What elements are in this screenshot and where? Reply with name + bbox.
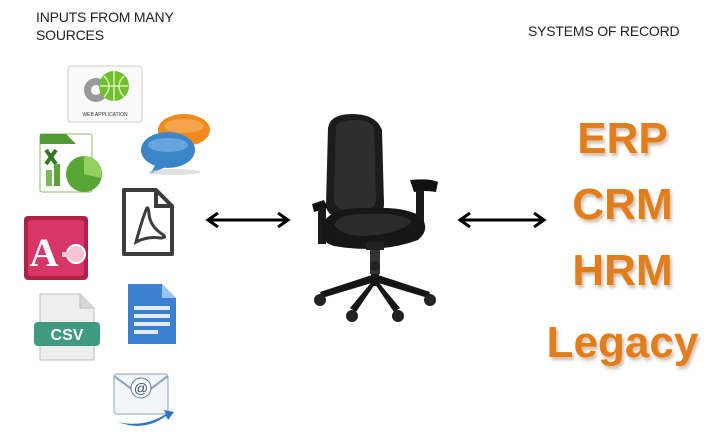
systems-header: SYSTEMS OF RECORD <box>528 23 680 39</box>
system-hrm: HRM <box>572 246 673 295</box>
access-icon: A <box>24 216 88 280</box>
svg-text:@: @ <box>134 380 148 396</box>
system-crm: CRM <box>572 180 673 229</box>
csv-label: CSV <box>51 327 84 344</box>
system-erp: ERP <box>577 114 668 163</box>
web-application-icon: WEB APPLICATION <box>67 65 143 123</box>
pdf-icon <box>122 188 174 256</box>
excel-icon <box>39 133 102 193</box>
csv-icon: CSV <box>34 293 100 361</box>
chat-bubbles-icon <box>141 114 210 175</box>
inputs-header: INPUTS FROM MANY SOURCES <box>36 9 174 43</box>
email-icon: @ <box>113 373 174 426</box>
web-app-label: WEB APPLICATION <box>82 112 128 118</box>
system-legacy: Legacy <box>546 318 699 367</box>
svg-text:A: A <box>30 230 59 275</box>
right-double-arrow <box>457 211 547 229</box>
text-document-icon <box>128 284 176 344</box>
office-chair-icon <box>312 114 438 322</box>
left-double-arrow <box>205 211 291 229</box>
